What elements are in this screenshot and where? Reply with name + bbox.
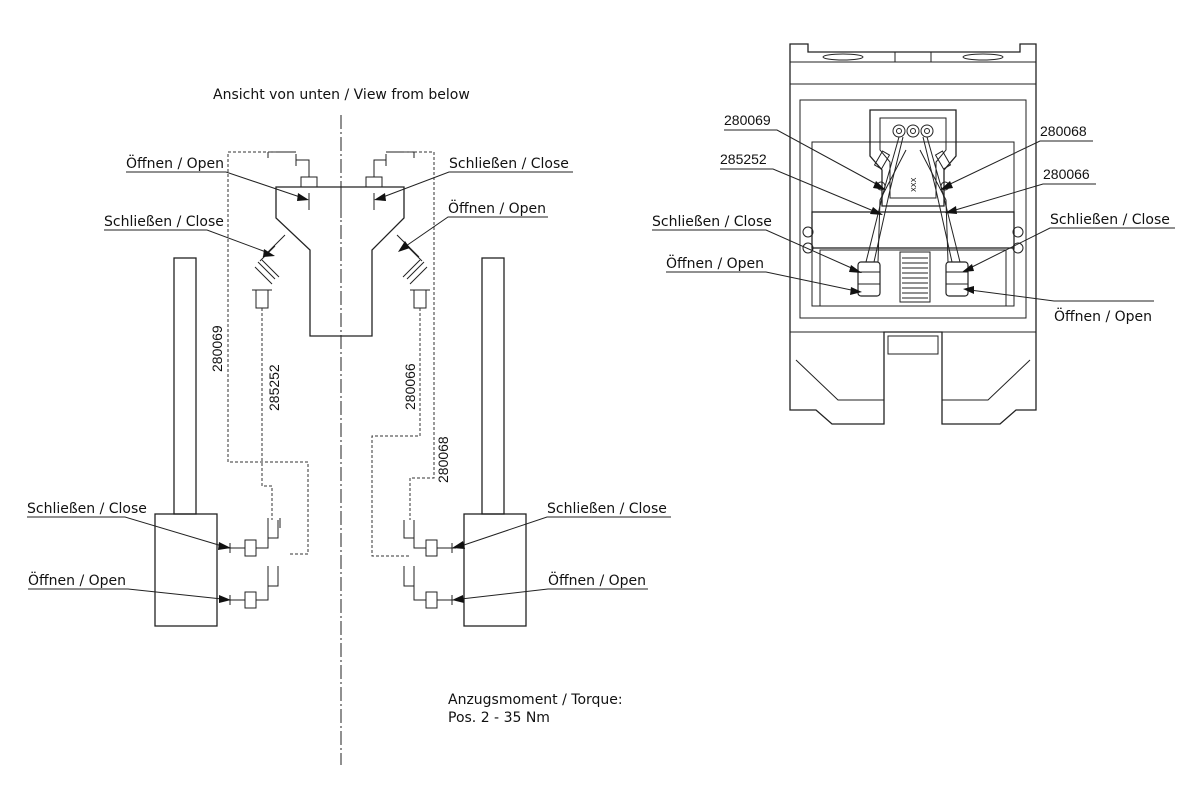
right-cylinder-body xyxy=(463,513,527,627)
left-cylinder-rod xyxy=(173,257,197,515)
part-number-280069: 280069 xyxy=(209,325,225,372)
right-cylinder-rod xyxy=(481,257,505,515)
label-close-bottom-right: Schließen / Close xyxy=(547,501,667,517)
torque-heading: Anzugsmoment / Torque: xyxy=(448,692,623,708)
torque-value: Pos. 2 - 35 Nm xyxy=(448,710,550,726)
hose-280068-path xyxy=(404,151,435,520)
label-close-bottom-left: Schließen / Close xyxy=(27,501,147,517)
device-label-close-right: Schließen / Close xyxy=(1050,212,1170,228)
device-part-285252: 285252 xyxy=(720,151,767,167)
device-part-280069: 280069 xyxy=(724,112,771,128)
device-part-280068: 280068 xyxy=(1040,123,1087,139)
label-close-mid-left: Schließen / Close xyxy=(104,214,224,230)
device-illustration: XXX xyxy=(652,43,1175,425)
schematic-view-from-below: Ansicht von unten / View from below xyxy=(27,87,671,765)
label-open-bottom-right: Öffnen / Open xyxy=(548,571,646,589)
right-cylinder-fittings xyxy=(403,520,456,609)
device-label-open-right: Öffnen / Open xyxy=(1054,307,1152,325)
device-label-open-left: Öffnen / Open xyxy=(666,254,764,272)
device-housing xyxy=(789,43,1037,425)
device-label-close-left: Schließen / Close xyxy=(652,214,772,230)
device-part-280066: 280066 xyxy=(1043,166,1090,182)
label-open-bottom-left: Öffnen / Open xyxy=(28,571,126,589)
label-close-top-right: Schließen / Close xyxy=(449,156,569,172)
part-number-280068: 280068 xyxy=(435,436,451,483)
label-open-mid-right: Öffnen / Open xyxy=(448,199,546,217)
hose-280066-path xyxy=(371,308,421,557)
left-cylinder-fittings xyxy=(226,518,281,609)
hose-285252-path xyxy=(261,308,273,520)
spring xyxy=(902,257,928,299)
label-open-top-left: Öffnen / Open xyxy=(126,154,224,172)
device-marking: XXX xyxy=(910,177,918,192)
view-title: Ansicht von unten / View from below xyxy=(213,87,470,103)
part-number-280066: 280066 xyxy=(402,363,418,410)
part-number-285252: 285252 xyxy=(266,364,282,411)
left-cylinder-body xyxy=(154,513,218,627)
hose-280069-path xyxy=(227,151,309,555)
valve-block xyxy=(275,186,405,337)
